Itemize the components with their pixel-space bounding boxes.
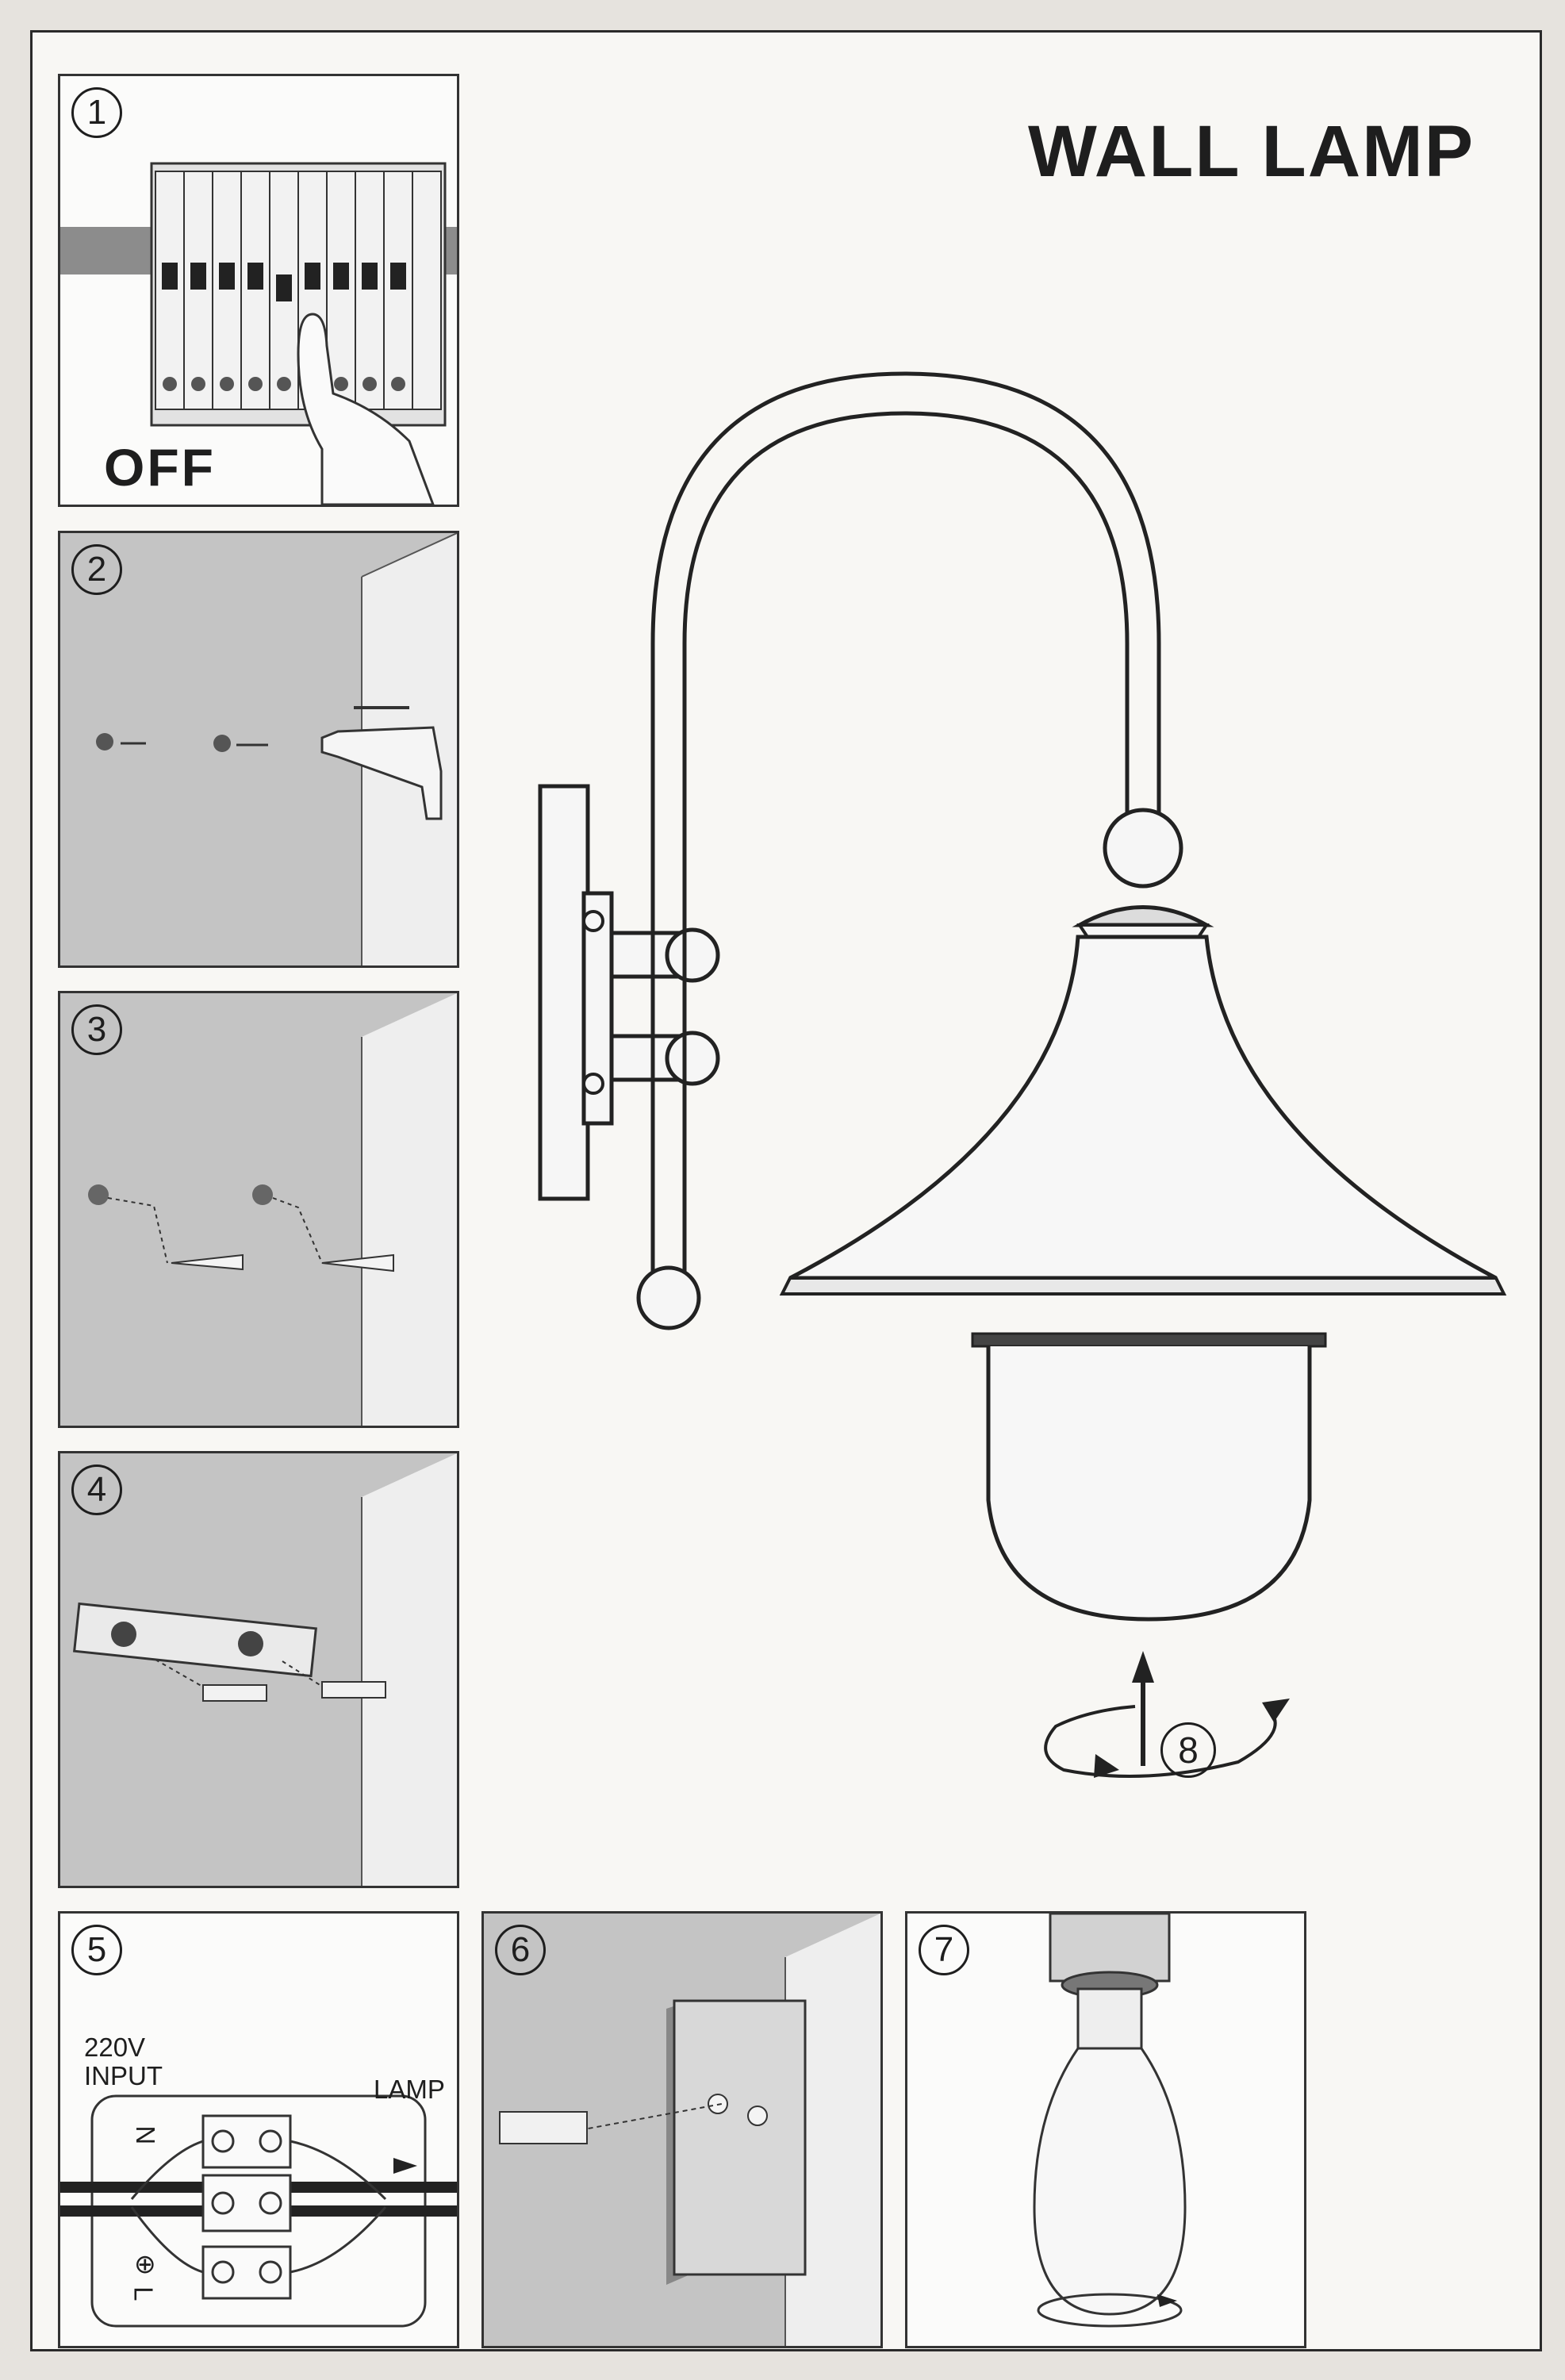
step-2-number: 2 [71, 544, 122, 595]
wall-plug-illustration [60, 993, 457, 1426]
step-1-panel: 1 OFF [58, 74, 459, 507]
step-6-number: 6 [495, 1925, 546, 1975]
step-3-number: 3 [71, 1004, 122, 1055]
step-4-panel: 4 [58, 1451, 459, 1888]
input-label: INPUT [84, 2061, 163, 2090]
off-label: OFF [104, 438, 216, 497]
step-4-number: 4 [71, 1464, 122, 1515]
step-7-panel: 7 [905, 1911, 1306, 2348]
drilling-illustration [60, 533, 457, 965]
step-5-panel: 5 220V INPUT LAMP N L ⊕ [58, 1911, 459, 2348]
earth-symbol: ⊕ [134, 2249, 156, 2278]
instruction-sheet: WALL LAMP [30, 30, 1542, 2351]
bracket-mounting-illustration [60, 1453, 457, 1886]
wiring-diagram [60, 2094, 457, 2328]
step-7-number: 7 [919, 1925, 969, 1975]
step-5-number: 5 [71, 1925, 122, 1975]
bulb-illustration [1033, 1914, 1187, 2328]
step-2-panel: 2 [58, 531, 459, 968]
step-1-number: 1 [71, 87, 122, 138]
wall-lamp-drawing [538, 371, 1507, 1778]
step-6-panel: 6 [481, 1911, 883, 2348]
step-3-panel: 3 [58, 991, 459, 1428]
lamp-label: LAMP [374, 2075, 445, 2104]
step-8-number: 8 [1160, 1722, 1216, 1778]
breaker-illustration [60, 162, 457, 505]
page-title: WALL LAMP [1028, 111, 1475, 192]
terminal-l-label: L [128, 2286, 159, 2301]
input-voltage-label: 220V [84, 2033, 146, 2062]
terminal-n-label: N [131, 2125, 161, 2145]
fixing-base-illustration [484, 1914, 880, 2346]
